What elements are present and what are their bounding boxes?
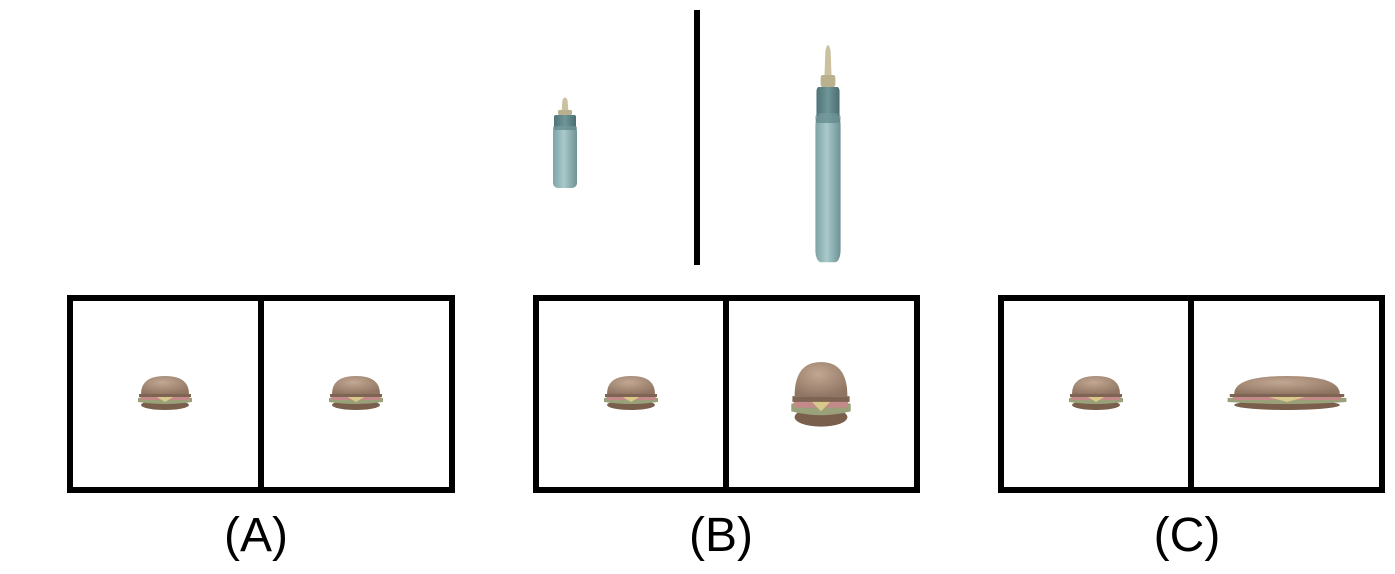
choice-a[interactable] xyxy=(67,295,455,493)
choice-c-label: (C) xyxy=(1153,509,1221,562)
choice-a-label: (A) xyxy=(224,509,288,562)
choice-c[interactable] xyxy=(998,295,1385,493)
burger-icon xyxy=(138,376,192,410)
baby-bottle-icon xyxy=(553,97,577,188)
burger-icon xyxy=(604,376,658,410)
burger-icon xyxy=(791,362,851,427)
baby-bottle-icon xyxy=(815,44,841,263)
example-pair xyxy=(553,10,841,265)
burger-icon xyxy=(1227,376,1347,410)
choice-b[interactable] xyxy=(533,295,920,493)
burger-icon xyxy=(329,376,383,410)
choice-b-label: (B) xyxy=(689,509,753,562)
burger-icon xyxy=(1069,376,1123,410)
